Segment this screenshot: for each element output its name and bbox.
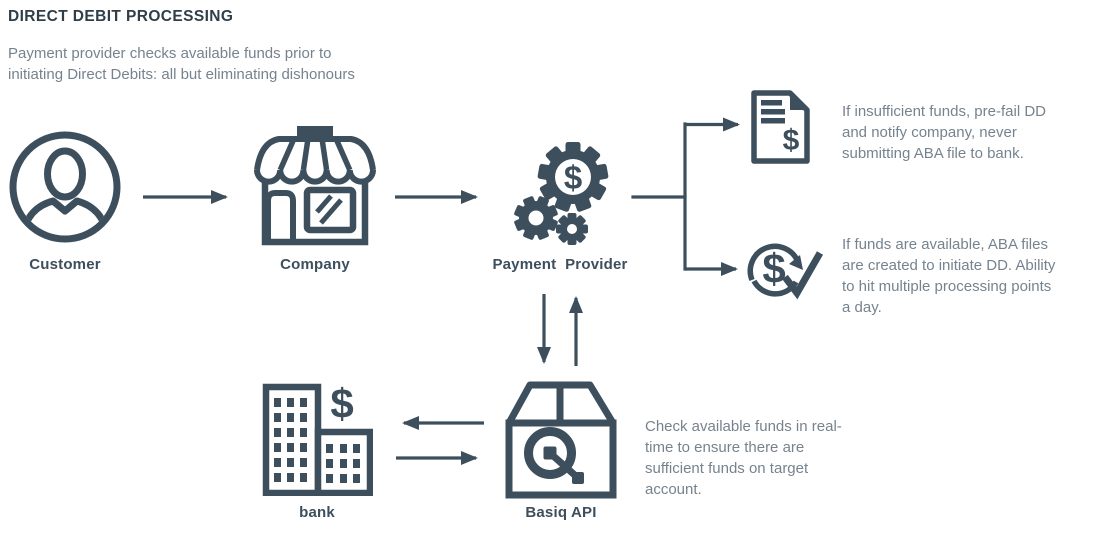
bank-label: bank: [299, 504, 335, 521]
page-subtitle: Payment provider checks available funds …: [8, 45, 355, 83]
svg-text:$: $: [564, 159, 582, 196]
page-title: DIRECT DEBIT PROCESSING: [8, 8, 234, 25]
storefront-icon: [254, 126, 376, 246]
bank-buildings-dollar-icon: $: [262, 382, 373, 496]
svg-text:$: $: [330, 382, 353, 427]
basiq-package-icon: [505, 381, 617, 499]
company-label: Company: [280, 256, 350, 273]
insufficient-funds-note: If insufficient funds, pre-fail DD and n…: [842, 103, 1046, 162]
svg-text:$: $: [762, 245, 785, 292]
realtime-check-note: Check available funds in real- time to e…: [645, 418, 842, 498]
funds-available-note: If funds are available, ABA files are cr…: [842, 236, 1056, 316]
payment-provider-label: Payment Provider: [492, 256, 628, 273]
dollar-cycle-check-icon: $: [747, 243, 824, 300]
basiq-api-label: Basiq API: [525, 504, 597, 521]
svg-text:$: $: [783, 124, 800, 157]
gears-dollar-icon: $: [514, 142, 609, 245]
customer-avatar-icon: [9, 131, 121, 243]
dollar-invoice-icon: $: [751, 90, 810, 164]
customer-label: Customer: [29, 256, 101, 273]
